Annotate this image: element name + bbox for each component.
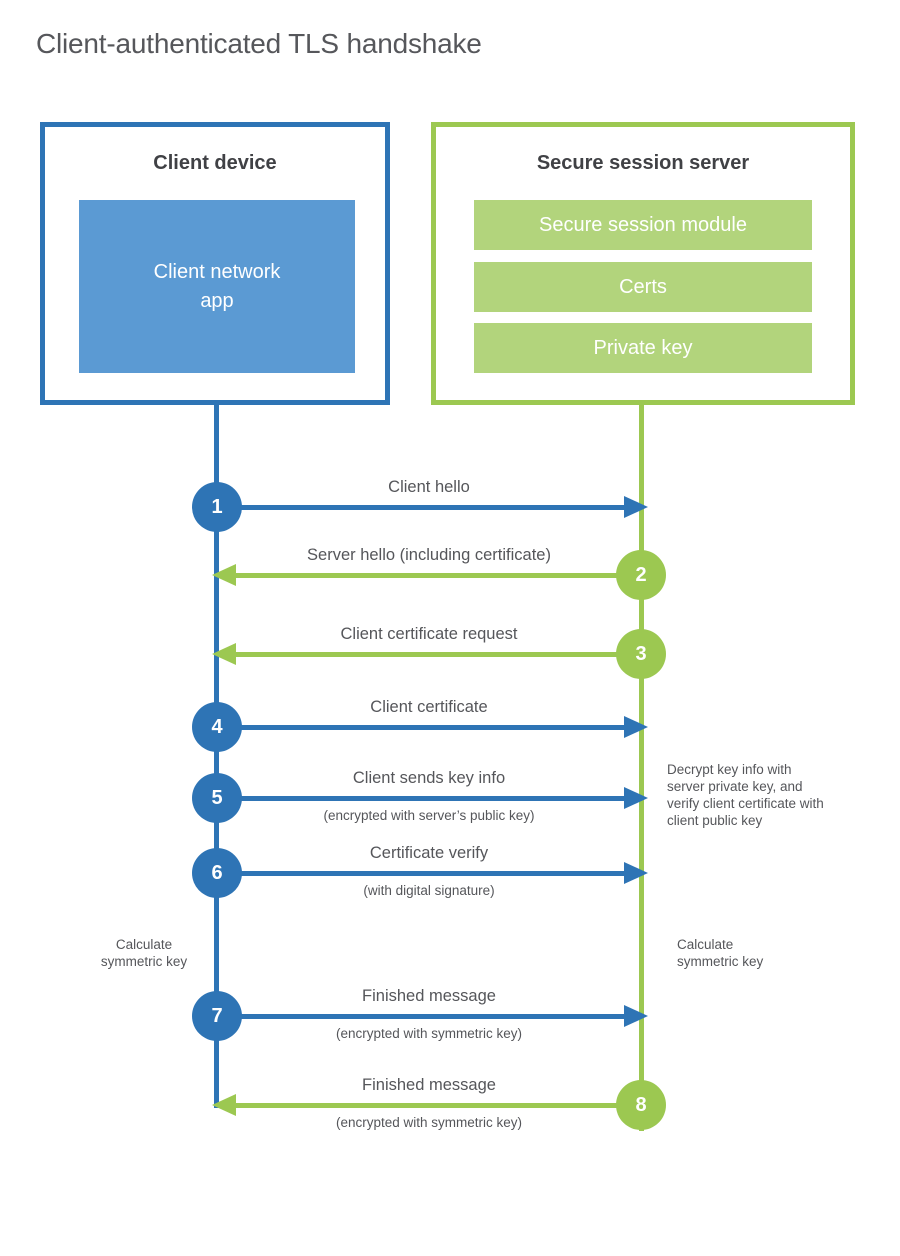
arrowhead-right-icon: [624, 1005, 648, 1027]
step-1-badge: 1: [192, 482, 242, 532]
calculate-symmetric-key-client: Calculate symmetric key: [100, 937, 188, 969]
secure-session-server-box: Secure session server Secure session mod…: [431, 122, 855, 405]
arrow-line: [217, 725, 629, 730]
message-label: Server hello (including certificate): [307, 546, 551, 564]
calculate-symmetric-key-server: Calculate symmetric key: [677, 937, 764, 969]
server-module-secure-session-module: Secure session module: [474, 200, 812, 250]
client-device-box: Client device Client network app: [40, 122, 390, 405]
arrow-line: [230, 573, 641, 578]
decrypt-key-note: Decrypt key info with server private key…: [667, 762, 824, 828]
step-8-badge: 8: [616, 1080, 666, 1130]
arrow-line: [230, 1103, 641, 1108]
step-4-badge: 4: [192, 702, 242, 752]
message-label: Client hello: [388, 478, 470, 496]
arrow-line: [217, 871, 629, 876]
client-network-app-label: Client network app: [153, 260, 281, 312]
page-title: Client-authenticated TLS handshake: [36, 28, 482, 59]
arrow-line: [217, 505, 629, 510]
secure-session-server-title: Secure session server: [536, 152, 750, 174]
arrowhead-right-icon: [624, 716, 648, 738]
arrowhead-right-icon: [624, 787, 648, 809]
message-label: Certificate verify: [369, 844, 489, 862]
step-5-badge: 5: [192, 773, 242, 823]
arrowhead-left-icon: [212, 643, 236, 665]
arrowhead-left-icon: [212, 564, 236, 586]
step-6-badge: 6: [192, 848, 242, 898]
client-network-app-box: Client network app: [79, 200, 355, 373]
step-7-badge: 7: [192, 991, 242, 1041]
message-label: Client certificate: [370, 698, 488, 716]
arrowhead-right-icon: [624, 496, 648, 518]
arrowhead-right-icon: [624, 862, 648, 884]
client-lifeline: [214, 403, 219, 1108]
step-3-badge: 3: [616, 629, 666, 679]
arrowhead-left-icon: [212, 1094, 236, 1116]
server-module-private-key: Private key: [474, 323, 812, 373]
server-module-certs: Certs: [474, 262, 812, 312]
message-sublabel: (encrypted with symmetric key): [335, 1115, 523, 1130]
server-lifeline: [639, 403, 644, 1131]
message-label: Finished message: [362, 987, 496, 1005]
message-label: Finished message: [362, 1076, 496, 1094]
message-label: Client certificate request: [340, 625, 518, 643]
message-label: Client sends key info: [352, 769, 506, 787]
step-2-badge: 2: [616, 550, 666, 600]
client-device-title: Client device: [153, 152, 277, 174]
arrow-line: [230, 652, 641, 657]
message-sublabel: (encrypted with symmetric key): [335, 1026, 523, 1041]
message-sublabel: (encrypted with server’s public key): [323, 808, 535, 823]
arrow-line: [217, 796, 629, 801]
message-sublabel: (with digital signature): [363, 883, 495, 898]
arrow-line: [217, 1014, 629, 1019]
